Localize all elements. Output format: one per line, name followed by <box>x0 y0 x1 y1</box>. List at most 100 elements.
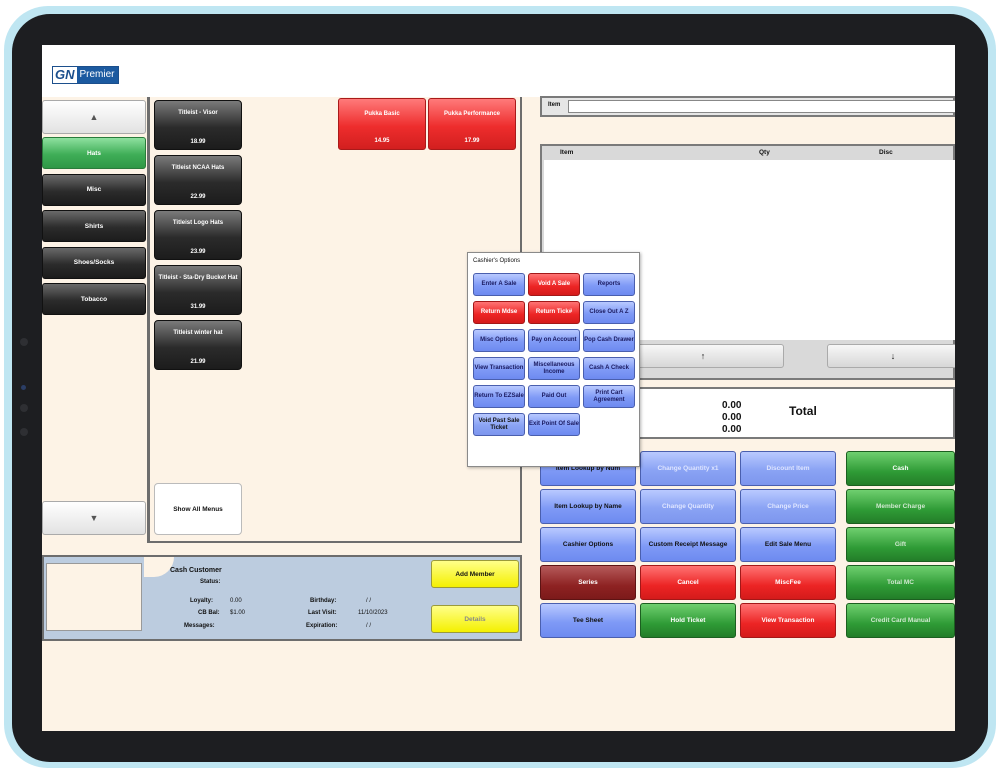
dialog-cash-a-check-button[interactable]: Cash A Check <box>583 357 635 380</box>
status-label: Status: <box>200 579 221 585</box>
dialog-paid-out-button[interactable]: Paid Out <box>528 385 580 408</box>
column-header-qty: Qty <box>759 149 770 156</box>
product-price: 18.99 <box>190 139 206 145</box>
product-name: Titleist NCAA Hats <box>171 165 225 171</box>
dialog-exit-point-of-sale-button[interactable]: Exit Point Of Sale <box>528 413 580 436</box>
tablet-side-button <box>20 428 28 436</box>
dialog-view-transaction-button[interactable]: View Transaction <box>473 357 525 380</box>
dialog-return-to-ezsale-button[interactable]: Return To EZSale <box>473 385 525 408</box>
change-price-button[interactable]: Change Price <box>740 489 836 524</box>
dialog-miscellaneous-income-button[interactable]: Miscellaneous Income <box>528 357 580 380</box>
credit-card-manual-button[interactable]: Credit Card Manual <box>846 603 955 638</box>
tee-sheet-button[interactable]: Tee Sheet <box>540 603 636 638</box>
details-button[interactable]: Details <box>431 605 519 633</box>
product-name: Pukka Performance <box>443 111 501 117</box>
view-transaction-button[interactable]: View Transaction <box>740 603 836 638</box>
column-header-disc: Disc <box>879 149 893 156</box>
dialog-misc-options-button[interactable]: Misc Options <box>473 329 525 352</box>
dialog-enter-a-sale-button[interactable]: Enter A Sale <box>473 273 525 296</box>
dialog-reports-button[interactable]: Reports <box>583 273 635 296</box>
cb-label: CB Bal: <box>198 610 220 616</box>
series-button[interactable]: Series <box>540 565 636 600</box>
total-label: Total <box>789 404 817 418</box>
arrow-up-icon: ↑ <box>700 351 706 361</box>
product-price: 21.99 <box>190 359 206 365</box>
subtotal-value: 0.00 <box>722 400 742 411</box>
add-member-button[interactable]: Add Member <box>431 560 519 588</box>
category-scroll-up-button[interactable]: ▲ <box>42 100 146 134</box>
product-name: Titleist Logo Hats <box>172 220 224 226</box>
discount-item-button[interactable]: Discount Item <box>740 451 836 486</box>
change-quantity-x1-button[interactable]: Change Quantity x1 <box>640 451 736 486</box>
category-misc[interactable]: Misc <box>42 173 146 206</box>
product-button[interactable]: Titleist - Visor 18.99 <box>154 100 242 150</box>
gift-button[interactable]: Gift <box>846 527 955 562</box>
item-entry-row: Item <box>540 96 955 117</box>
tablet-camera-dot <box>21 385 26 390</box>
product-price: 31.99 <box>190 304 206 310</box>
dialog-title: Cashier's Options <box>473 258 521 264</box>
cancel-button[interactable]: Cancel <box>640 565 736 600</box>
product-name: Titleist winter hat <box>173 330 223 336</box>
product-name: Titleist - Visor <box>178 110 218 116</box>
dialog-void-past-sale-ticket-button[interactable]: Void Past Sale Ticket <box>473 413 525 436</box>
total-mc-button[interactable]: Total MC <box>846 565 955 600</box>
expiration-value: / / <box>366 623 372 629</box>
logo-name: Premier <box>76 67 118 83</box>
change-quantity-button[interactable]: Change Quantity <box>640 489 736 524</box>
product-price: 14.95 <box>374 138 390 144</box>
loyalty-value: 0.00 <box>230 598 242 604</box>
birthday-value: / / <box>366 598 372 604</box>
miscfee-button[interactable]: MiscFee <box>740 565 836 600</box>
category-shoes-socks[interactable]: Shoes/Socks <box>42 246 146 279</box>
hold-ticket-button[interactable]: Hold Ticket <box>640 603 736 638</box>
dialog-pay-on-account-button[interactable]: Pay on Account <box>528 329 580 352</box>
item-lookup-by-name-button[interactable]: Item Lookup by Name <box>540 489 636 524</box>
category-scroll-down-button[interactable]: ▼ <box>42 501 146 535</box>
category-shirts[interactable]: Shirts <box>42 210 146 242</box>
expiration-label: Expiration: <box>306 623 338 629</box>
show-all-menus-button[interactable]: Show All Menus <box>154 483 242 535</box>
cashier-options-button[interactable]: Cashier Options <box>540 527 636 562</box>
customer-photo <box>46 563 142 631</box>
logo-mark: GN <box>53 67 77 83</box>
ticket-scroll-down-button[interactable]: ↓ <box>827 344 955 368</box>
customer-name: Cash Customer <box>170 567 222 574</box>
custom-receipt-message-button[interactable]: Custom Receipt Message <box>640 527 736 562</box>
product-button[interactable]: Titleist winter hat 21.99 <box>154 320 242 370</box>
edit-sale-menu-button[interactable]: Edit Sale Menu <box>740 527 836 562</box>
birthday-label: Birthday: <box>310 598 337 604</box>
dialog-return-tick-button[interactable]: Return Tick# <box>528 301 580 324</box>
dialog-close-out-a-z-button[interactable]: Close Out A Z <box>583 301 635 324</box>
product-name: Pukka Basic <box>364 111 400 117</box>
dialog-void-a-sale-button[interactable]: Void A Sale <box>528 273 580 296</box>
customer-panel: Cash Customer Status: Loyalty: 0.00 CB B… <box>42 555 522 641</box>
item-label: Item <box>548 102 561 108</box>
last-visit-label: Last Visit: <box>308 610 337 616</box>
cash-button[interactable]: Cash <box>846 451 955 486</box>
featured-product-button[interactable]: Pukka Basic 14.95 <box>338 98 426 150</box>
triangle-down-icon: ▼ <box>89 513 99 523</box>
app-logo: GN Premier <box>52 66 119 84</box>
dialog-pop-cash-drawer-button[interactable]: Pop Cash Drawer <box>583 329 635 352</box>
product-button[interactable]: Titleist NCAA Hats 22.99 <box>154 155 242 205</box>
item-input[interactable] <box>568 100 955 113</box>
category-hats[interactable]: Hats <box>42 137 146 169</box>
ticket-scroll-up-button[interactable]: ↑ <box>622 344 784 368</box>
tax-value: 0.00 <box>722 412 742 423</box>
messages-label: Messages: <box>184 623 215 629</box>
product-price: 22.99 <box>190 194 206 200</box>
arrow-down-icon: ↓ <box>890 351 896 361</box>
member-charge-button[interactable]: Member Charge <box>846 489 955 524</box>
dialog-return-mdse-button[interactable]: Return Mdse <box>473 301 525 324</box>
dialog-print-cart-agreement-button[interactable]: Print Cart Agreement <box>583 385 635 408</box>
tablet-side-button <box>20 338 28 346</box>
triangle-up-icon: ▲ <box>89 112 99 122</box>
category-tobacco[interactable]: Tobacco <box>42 283 146 315</box>
